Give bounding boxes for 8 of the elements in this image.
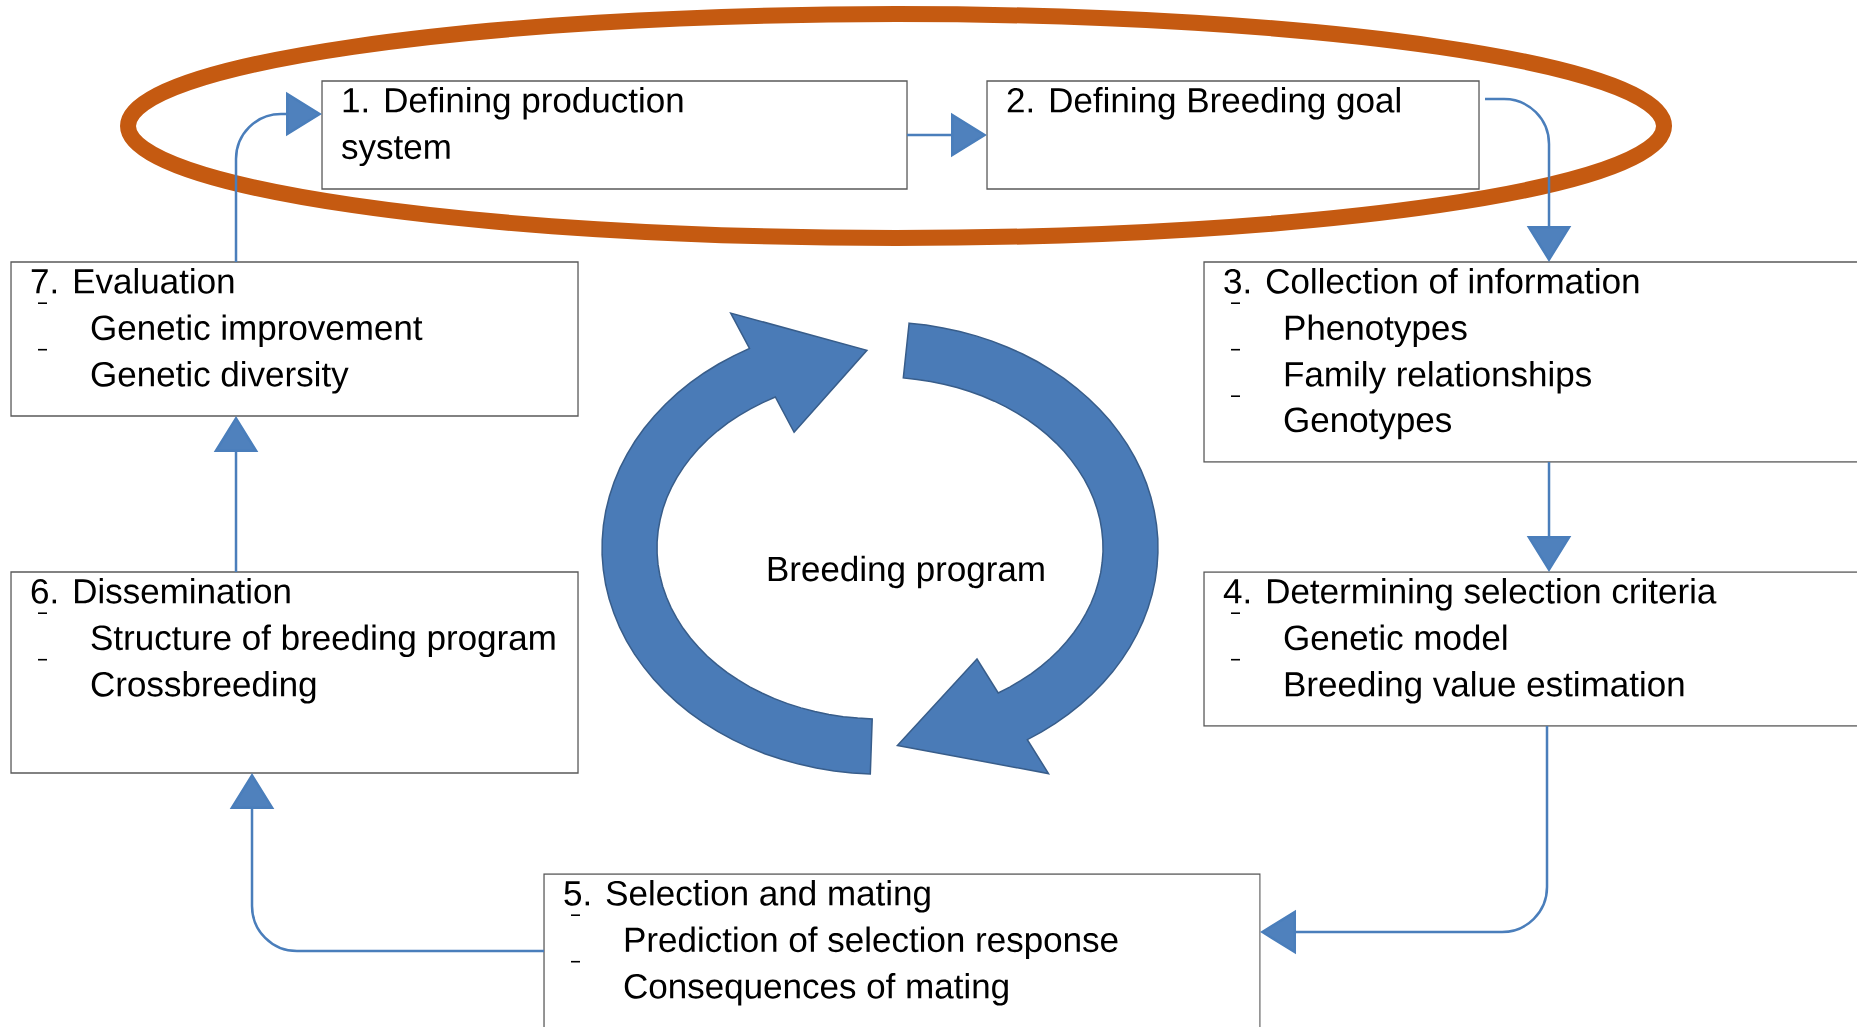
process-box: 5. Selection and mating Prediction of selection response Consequences of mating — [543, 873, 1261, 1027]
centre-label: Breeding program — [768, 555, 1044, 589]
process-box: 6. Dissemination Structure of breeding program Crossbreeding — [10, 571, 579, 774]
process-box: 4. Determining selection criteria Genetic model Breeding value estimation — [1203, 571, 1857, 727]
process-box: 2. Defining Breeding goal — [986, 80, 1480, 190]
process-box: 3. Collection of information Phenotypes Family relationships Genotypes — [1203, 261, 1857, 463]
process-box: 1. Defining production system — [321, 80, 908, 190]
process-box: 7. Evaluation Genetic improvement Genetic diversity — [10, 261, 579, 417]
